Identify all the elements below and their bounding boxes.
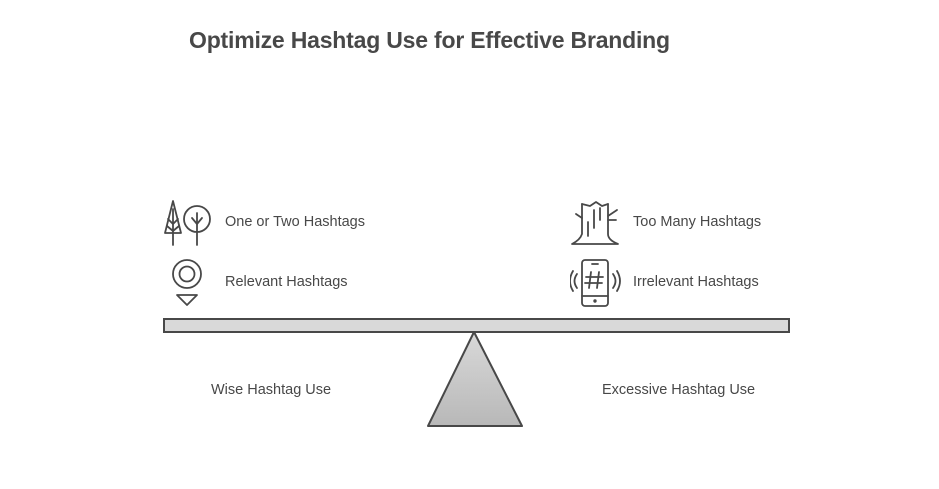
- fulcrum-triangle: [427, 331, 523, 427]
- page-title: Optimize Hashtag Use for Effective Brand…: [189, 27, 670, 53]
- left-side-label: Wise Hashtag Use: [211, 382, 332, 398]
- location-target-icon: [172, 259, 202, 306]
- tree-stump-icon: [571, 201, 619, 245]
- item-one-or-two-hashtags: One or Two Hashtags: [225, 214, 365, 230]
- right-side-label: Excessive Hashtag Use: [602, 382, 756, 398]
- phone-hashtag-icon: [570, 259, 621, 307]
- item-too-many-hashtags: Too Many Hashtags: [633, 214, 762, 230]
- item-irrelevant-hashtags: Irrelevant Hashtags: [633, 274, 759, 290]
- seesaw-beam: [163, 318, 790, 333]
- trees-icon: [164, 200, 211, 246]
- item-relevant-hashtags: Relevant Hashtags: [225, 274, 348, 290]
